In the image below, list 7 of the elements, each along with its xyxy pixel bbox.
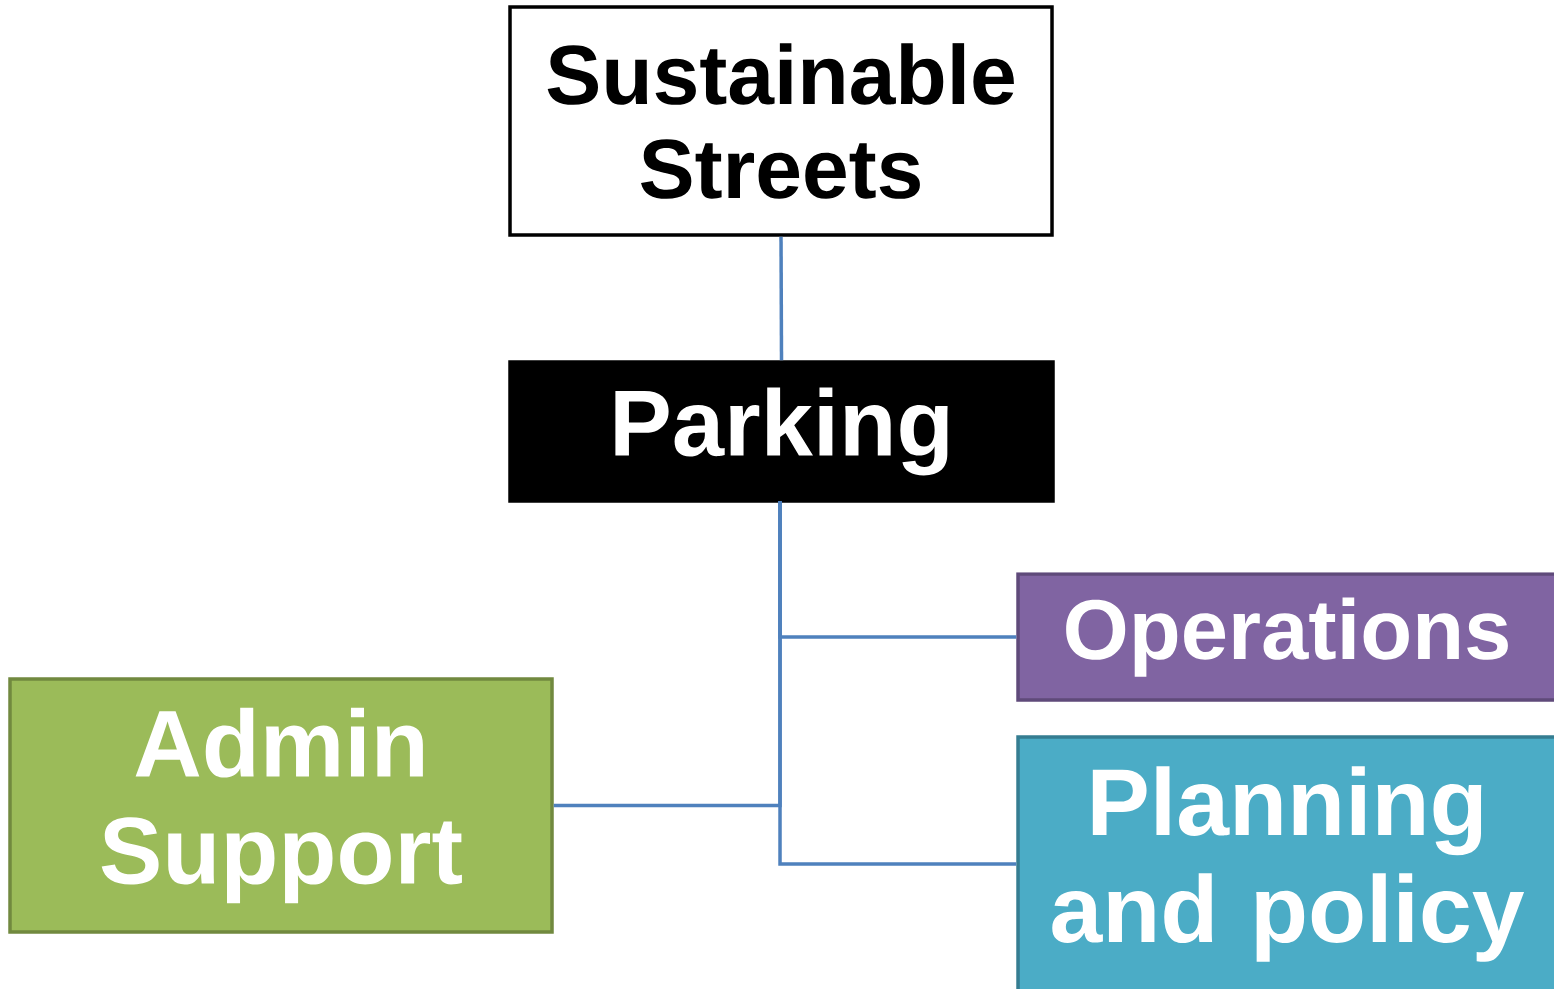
connector-line [778, 501, 1017, 866]
process-box: Parking [508, 360, 1055, 503]
title-box: Sustainable Streets [508, 5, 1054, 237]
connector-line [779, 236, 784, 361]
process-box: Admin Support [8, 677, 554, 934]
process-box: Planning and policy [1016, 735, 1554, 989]
process-box: Operations [1016, 572, 1554, 702]
